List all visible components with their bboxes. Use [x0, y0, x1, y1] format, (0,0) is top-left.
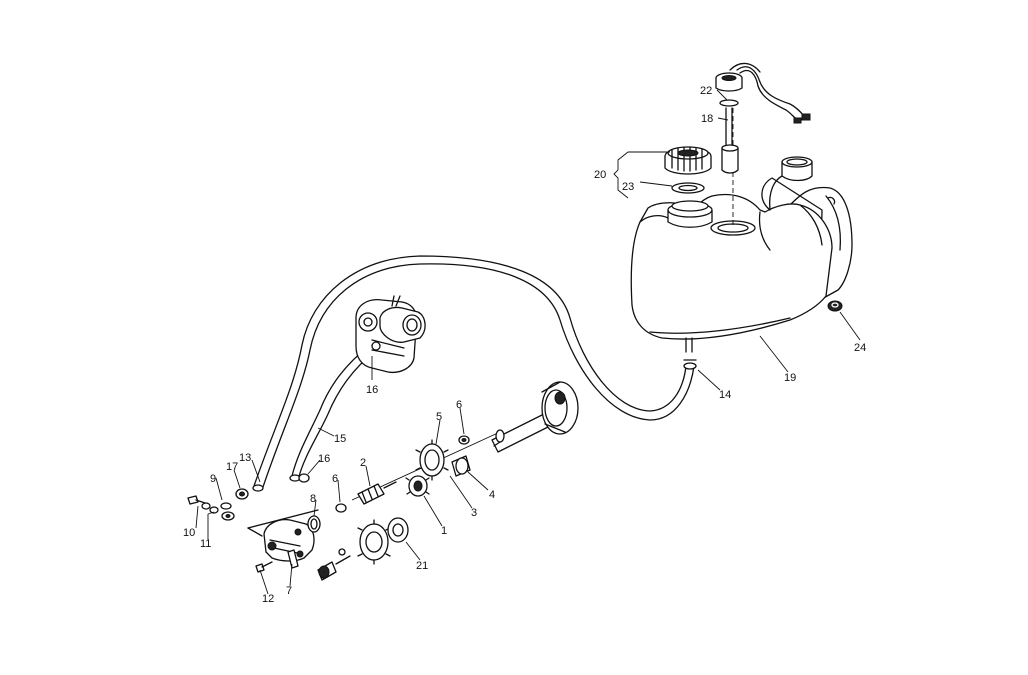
- callout-13: 13: [239, 452, 251, 464]
- callout-2: 2: [360, 457, 366, 469]
- level-sender: [715, 62, 811, 174]
- filler-cap: [664, 146, 712, 175]
- callout-7: 7: [286, 585, 292, 597]
- pump-housing: [355, 295, 426, 374]
- drive-assembly: [317, 381, 579, 581]
- callout-23: 23: [622, 181, 634, 193]
- callout-21: 21: [416, 560, 428, 572]
- callout-18: 18: [701, 113, 713, 125]
- callout-6-upper: 6: [456, 399, 462, 411]
- callout-3: 3: [471, 507, 477, 519]
- callout-5: 5: [436, 411, 442, 423]
- oil-hoses: [252, 255, 697, 492]
- fasteners-left: [187, 473, 310, 573]
- callout-8: 8: [310, 493, 316, 505]
- grommet-24: [827, 300, 843, 312]
- callout-22: 22: [700, 85, 712, 97]
- callout-16-upper: 16: [366, 384, 378, 396]
- callout-1: 1: [441, 525, 447, 537]
- callout-6-lower: 6: [332, 473, 338, 485]
- leader-lines: [195, 89, 861, 595]
- callout-20: 20: [594, 169, 606, 181]
- callout-11: 11: [200, 538, 211, 550]
- oil-tank: [630, 156, 853, 353]
- callout-10: 10: [183, 527, 195, 539]
- callout-4: 4: [489, 489, 495, 501]
- callout-15: 15: [334, 433, 346, 445]
- filler-gasket: [671, 182, 705, 194]
- callout-labels: 22 18 20 23 19 14 24 16 15 13 17 16 9 10…: [183, 85, 866, 605]
- callout-24: 24: [854, 342, 866, 354]
- callout-12: 12: [262, 593, 274, 605]
- callout-16-lower: 16: [318, 453, 330, 465]
- callout-9: 9: [210, 473, 216, 485]
- callout-14: 14: [719, 389, 731, 401]
- pump-body: [247, 509, 321, 569]
- callout-19: 19: [784, 372, 796, 384]
- callout-17: 17: [226, 461, 238, 473]
